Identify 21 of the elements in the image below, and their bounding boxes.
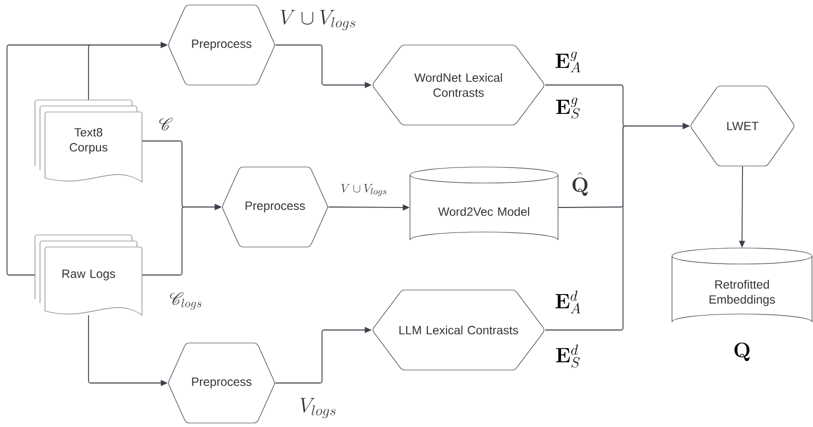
process-hexagon: WordNet Lexical Contrasts: [372, 44, 544, 126]
database-cylinder: Word2Vec Model: [410, 166, 558, 240]
formula-label: $\mathbf{E}_A^d$: [556, 290, 580, 314]
edge-label: $\mathscr{C}_{logs}$: [168, 291, 204, 310]
process-hexagon: Preprocess: [222, 166, 328, 248]
database-cylinder: Retrofitted Embeddings: [672, 248, 812, 322]
document-stack: Raw Logs: [34, 234, 142, 316]
edge-label: $V_{logs}$: [298, 396, 338, 420]
edge-label: $\hat{\mathbf{Q}}$: [570, 171, 590, 197]
edge-label: $V \cup V_{logs}$: [340, 182, 388, 198]
edge-label: $V \cup V_{logs}$: [278, 8, 358, 32]
document-stack: Text8 Corpus: [34, 100, 142, 182]
edge-label: $\mathscr{C}$: [158, 116, 174, 132]
process-hexagon: LLM Lexical Contrasts: [372, 290, 544, 370]
formula-label: $\mathbf{E}_A^g$: [556, 52, 580, 72]
process-hexagon: Preprocess: [168, 342, 275, 424]
formula-label: $\mathbf{E}_S^d$: [556, 344, 580, 368]
process-hexagon: Preprocess: [168, 4, 275, 86]
process-hexagon: LWET: [690, 86, 794, 166]
formula-label: $\mathbf{Q}$: [734, 342, 750, 362]
formula-label: $\mathbf{E}_S^g$: [556, 98, 580, 118]
